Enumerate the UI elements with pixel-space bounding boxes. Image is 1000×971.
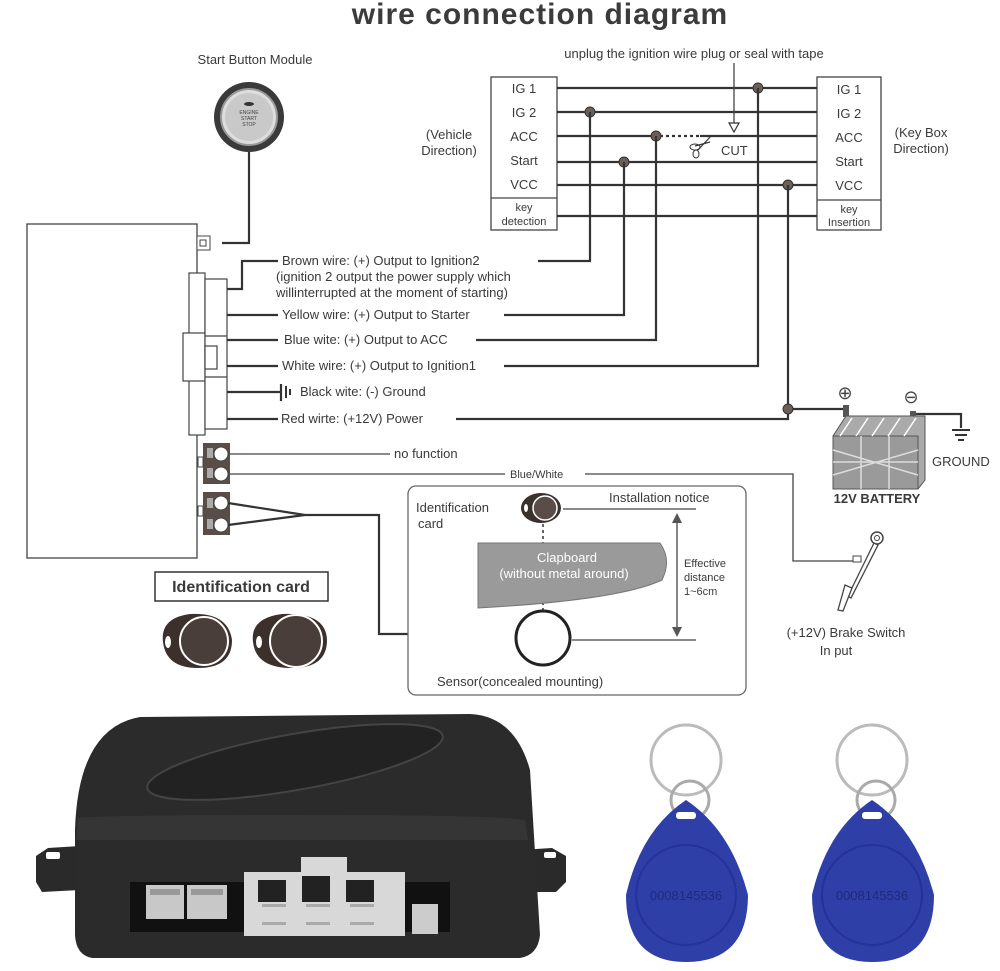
wire-label-red: Red wirte: (+12V) Power <box>281 411 424 426</box>
wire-label-yellow: Yellow wire: (+) Output to Starter <box>282 307 470 322</box>
wire-label-blue: Blue wite: (+) Output to ACC <box>284 332 448 347</box>
button-text-stop: STOP <box>242 122 256 128</box>
right-terminal-ig1: IG 1 <box>837 82 862 97</box>
keyfob-number: 0008145536 <box>650 888 722 903</box>
left-terminal-ig1: IG 1 <box>512 81 537 96</box>
keyfob-number: 0008145536 <box>836 888 908 903</box>
no-function-label: no function <box>394 446 458 461</box>
right-footer-key: key <box>840 204 858 216</box>
left-terminal-start: Start <box>510 153 538 168</box>
left-footer-detection: detection <box>502 216 547 228</box>
ground-icon <box>952 429 970 441</box>
cut-arrow-icon <box>727 63 741 134</box>
keyfob-photos: 0008145536 0008145536 <box>626 723 934 962</box>
sensor-ring-icon <box>514 609 572 667</box>
button-text-engine: ENGINE <box>239 110 259 116</box>
keyfob-1: 0008145536 <box>626 723 748 962</box>
wire-label-brown: Brown wire: (+) Output to Ignition2 <box>282 253 480 268</box>
battery-label: 12V BATTERY <box>834 491 921 506</box>
ignition-bus-wires <box>557 86 817 218</box>
keyfob-2: 0008145536 <box>812 723 934 962</box>
id-card-label: Identification card <box>172 579 310 596</box>
right-terminal-ig2: IG 2 <box>837 106 862 121</box>
sensor-label: Sensor(concealed mounting) <box>437 674 603 689</box>
clapboard-shape <box>477 542 667 609</box>
notice-card-label-line1: Identification <box>416 500 489 515</box>
vehicle-direction-line1: (Vehicle <box>426 127 472 142</box>
clapboard-label-line2: (without metal around) <box>499 566 628 581</box>
brake-label-line2: In put <box>820 643 853 658</box>
wire-label-white: White wire: (+) Output to Ignition1 <box>282 358 476 373</box>
button-text-start: START <box>241 116 257 122</box>
distance-arrow-icon <box>672 513 682 637</box>
brake-wire-b <box>585 473 855 562</box>
vehicle-side-terminal-box <box>490 76 558 231</box>
battery-minus-icon: ⊖ <box>903 387 918 407</box>
wire-note-brown-line2: willinterrupted at the moment of startin… <box>275 285 508 300</box>
diagram-title: wire connection diagram <box>351 0 728 31</box>
aux-connector-2 <box>197 492 230 535</box>
keybox-direction-line1: (Key Box <box>895 125 948 140</box>
scissors-icon <box>689 135 712 159</box>
junction-power <box>782 403 794 415</box>
notice-card-label-line2: card <box>418 516 443 531</box>
right-terminal-vcc: VCC <box>835 178 862 193</box>
id-card-fob-icon-2 <box>252 613 327 668</box>
brake-label-line1: (+12V) Brake Switch <box>787 625 906 640</box>
wire-label-black: Black wite: (-) Ground <box>300 384 426 399</box>
id-card-fob-icon-1 <box>162 613 232 668</box>
sensor-wire-split <box>227 501 306 527</box>
notice-id-card-icon <box>521 493 561 523</box>
right-terminal-start: Start <box>835 154 863 169</box>
wire-note-brown-line1: (ignition 2 output the power supply whic… <box>276 269 511 284</box>
id-card-label-box <box>154 571 329 602</box>
keybox-side-terminal-box <box>816 76 882 231</box>
cut-label: CUT <box>721 143 748 158</box>
unplug-note: unplug the ignition wire plug or seal wi… <box>564 46 823 61</box>
start-button-icon: ENGINE START STOP <box>214 82 284 152</box>
brake-pedal-icon <box>837 531 884 612</box>
distance-label-line1: Effective <box>684 558 726 570</box>
battery-icon <box>832 405 926 490</box>
control-box <box>26 223 198 559</box>
ground-label: GROUND <box>932 454 990 469</box>
distance-label-line3: 1~6cm <box>684 586 717 598</box>
installation-notice-title: Installation notice <box>609 490 709 505</box>
control-unit-photo <box>36 714 566 958</box>
right-terminal-acc: ACC <box>835 130 862 145</box>
left-footer-key: key <box>515 202 533 214</box>
blue-white-label: Blue/White <box>510 469 563 481</box>
start-button-wire <box>222 152 251 245</box>
aux-connector-1 <box>197 443 230 484</box>
keybox-direction-line2: Direction) <box>893 141 949 156</box>
battery-plus-icon: ⊕ <box>837 383 852 403</box>
left-terminal-acc: ACC <box>510 129 537 144</box>
start-button-label: Start Button Module <box>198 52 313 67</box>
vehicle-direction-line2: Direction) <box>421 143 477 158</box>
harness-wires <box>227 88 845 421</box>
left-terminal-vcc: VCC <box>510 177 537 192</box>
ground-wire <box>916 412 963 428</box>
main-harness-connector <box>182 272 228 436</box>
clapboard-label-line1: Clapboard <box>537 550 597 565</box>
left-terminal-ig2: IG 2 <box>512 105 537 120</box>
distance-label-line2: distance <box>684 572 725 584</box>
right-footer-insertion: Insertion <box>828 217 870 229</box>
